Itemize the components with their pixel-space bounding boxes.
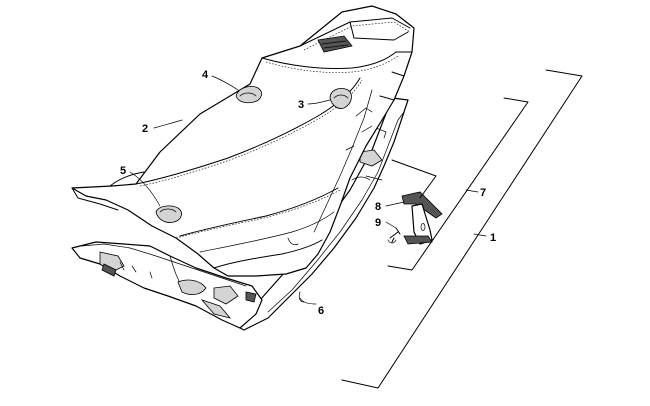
seat-base-part <box>71 97 409 331</box>
callout-3: 3 <box>298 99 304 111</box>
callout-7: 7 <box>480 187 486 199</box>
callout-1: 1 <box>490 232 496 244</box>
group-bracket-1 <box>341 69 583 389</box>
cover-plug-part-5 <box>155 205 182 223</box>
leader-lines <box>129 75 487 305</box>
pin-part <box>387 227 401 244</box>
cover-plug-part-4 <box>235 86 262 104</box>
callout-9: 9 <box>375 217 381 229</box>
callout-8: 8 <box>375 201 381 213</box>
callout-5: 5 <box>120 165 126 177</box>
callout-4: 4 <box>202 69 209 81</box>
callout-6: 6 <box>318 305 324 317</box>
seat-cover-part <box>71 5 415 277</box>
callout-2: 2 <box>142 123 148 135</box>
group-bracket-7 <box>387 97 529 271</box>
latch-bracket-part <box>401 191 443 245</box>
sub-bracket-8-9 <box>391 159 437 199</box>
cover-plug-part-3 <box>329 88 352 109</box>
